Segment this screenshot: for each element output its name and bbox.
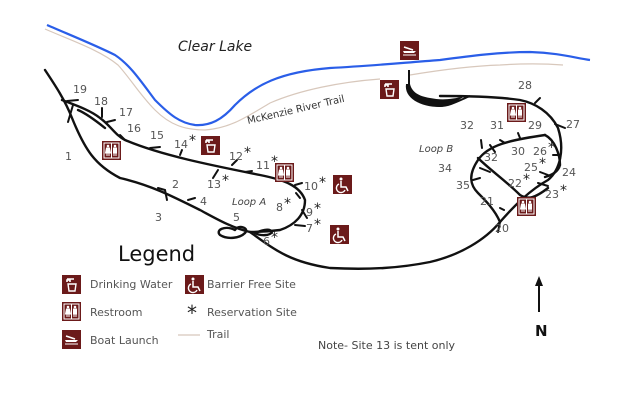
- site-label-13: 13: [207, 178, 221, 191]
- reservation-asterisk-icon: *: [284, 196, 291, 212]
- site-label-4: 4: [200, 195, 207, 208]
- site-label-10: 10: [304, 180, 318, 193]
- mckenzie-river-trail: [44, 28, 564, 131]
- reservation-asterisk-icon: *: [189, 133, 196, 149]
- site-spurs: [66, 97, 566, 233]
- legend-label: Reservation Site: [207, 306, 297, 319]
- legend-item-drinking-water: Drinking Water: [90, 278, 172, 291]
- loop-a-label: Loop A: [232, 197, 266, 208]
- legend-drinking-water-icon: [61, 274, 82, 295]
- barrier-free-icon: [329, 224, 350, 245]
- site-label-24: 24: [562, 166, 576, 179]
- site-label-3: 3: [155, 211, 162, 224]
- site-label-29: 29: [528, 119, 542, 132]
- legend-label: Trail: [207, 328, 230, 341]
- drinking-water-icon: [379, 79, 400, 100]
- site-label-16: 16: [127, 122, 141, 135]
- reservation-asterisk-icon: *: [222, 173, 229, 189]
- site-label-25: 25: [524, 161, 538, 174]
- legend-item-restroom: Restroom: [90, 306, 142, 319]
- legend-item-barrier-free: Barrier Free Site: [207, 278, 296, 291]
- site-label-27: 27: [566, 118, 580, 131]
- legend-label: Boat Launch: [90, 334, 159, 347]
- boat-launch-parking: [405, 84, 465, 107]
- site-label-28: 28: [518, 79, 532, 92]
- site-label-30: 30: [511, 145, 525, 158]
- lake-shoreline: [46, 23, 591, 127]
- barrier-free-icon: [332, 174, 353, 195]
- north-label: N: [535, 322, 548, 340]
- site-label-20: 20: [495, 222, 509, 235]
- site-label-8: 8: [276, 201, 283, 214]
- site-label-6: 6: [263, 235, 270, 248]
- reservation-asterisk-icon: *: [523, 172, 530, 188]
- legend-label: Drinking Water: [90, 278, 173, 291]
- site-label-34: 34: [438, 162, 452, 175]
- legend-label: Barrier Free Site: [207, 278, 296, 291]
- site-label-18: 18: [94, 95, 108, 108]
- legend-boat-launch-icon: [61, 329, 82, 350]
- reservation-asterisk-icon: *: [548, 140, 555, 156]
- boat-launch-icon: [399, 40, 420, 61]
- legend-item-reservation: Reservation Site: [207, 306, 297, 319]
- restroom-icon: [101, 140, 122, 161]
- site-note: Note- Site 13 is tent only: [318, 339, 456, 352]
- legend-label: Restroom: [90, 306, 143, 319]
- site-labels: 123456*7*8*9*10*11*12*13*14*151617181920…: [65, 79, 580, 248]
- legend-asterisk-icon: *: [187, 301, 197, 325]
- site-label-12: 12: [229, 150, 243, 163]
- site-label-32: 32: [484, 151, 498, 164]
- site-label-2: 2: [172, 178, 179, 191]
- site-label-11: 11: [256, 159, 270, 172]
- legend-title: Legend: [118, 242, 196, 266]
- site-label-26: 26: [533, 145, 547, 158]
- site-label-5: 5: [233, 211, 240, 224]
- site-label-19: 19: [73, 83, 87, 96]
- restroom-icon: [506, 102, 527, 123]
- site-label-32: 32: [460, 119, 474, 132]
- site-label-22: 22: [508, 177, 522, 190]
- site-label-15: 15: [150, 129, 164, 142]
- legend-restroom-icon: [61, 301, 82, 322]
- lake-label: Clear Lake: [178, 39, 252, 55]
- drinking-water-icon: [200, 135, 221, 156]
- site-label-21: 21: [480, 195, 494, 208]
- reservation-asterisk-icon: *: [314, 217, 321, 233]
- site-label-1: 1: [65, 150, 72, 163]
- trail-label: McKenzie River Trail: [246, 94, 345, 127]
- reservation-asterisk-icon: *: [271, 154, 278, 170]
- site-label-7: 7: [306, 222, 313, 235]
- reservation-asterisk-icon: *: [319, 175, 326, 191]
- legend-barrier-free-icon: [184, 274, 205, 295]
- legend-item-boat-launch: Boat Launch: [90, 334, 159, 347]
- site-label-31: 31: [490, 119, 504, 132]
- reservation-asterisk-icon: *: [244, 145, 251, 161]
- site-label-35: 35: [456, 179, 470, 192]
- reservation-asterisk-icon: *: [539, 156, 546, 172]
- loop-b-label: Loop B: [419, 144, 453, 155]
- restroom-icon: [516, 196, 537, 217]
- reservation-asterisk-icon: *: [560, 183, 567, 199]
- site-label-23: 23: [545, 188, 559, 201]
- legend-item-trail: Trail: [207, 328, 229, 341]
- site-label-14: 14: [174, 138, 188, 151]
- reservation-asterisk-icon: *: [271, 230, 278, 246]
- site-label-17: 17: [119, 106, 133, 119]
- restroom-icon: [274, 162, 295, 183]
- north-arrow-icon: [535, 276, 543, 312]
- site-label-9: 9: [306, 206, 313, 219]
- reservation-asterisk-icon: *: [314, 201, 321, 217]
